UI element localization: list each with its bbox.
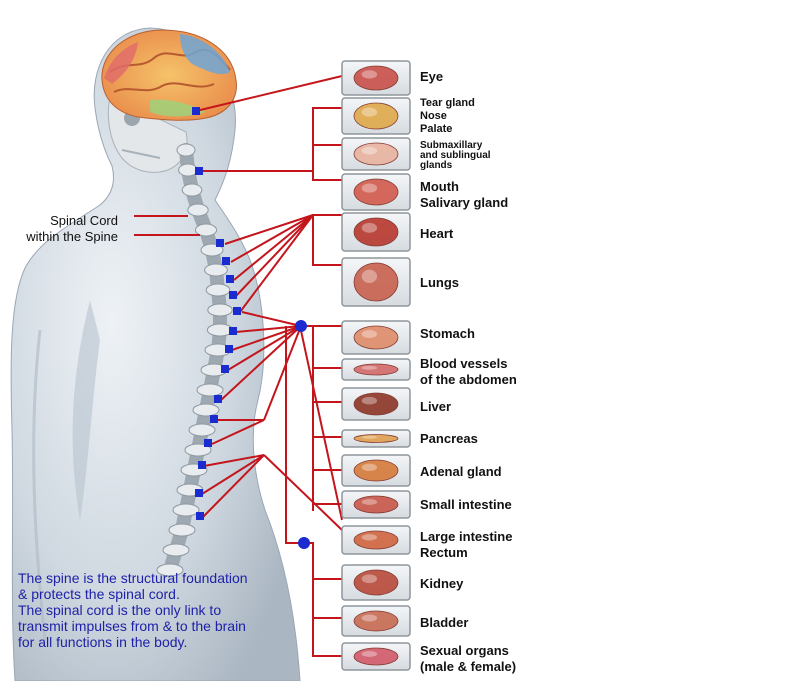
- vertebra-marker: [229, 327, 237, 335]
- vertebra: [207, 324, 232, 336]
- caption-line5: for all functions in the body.: [18, 634, 308, 650]
- vertebra: [193, 404, 219, 416]
- label-liver: Liver: [420, 399, 451, 415]
- vertebra-marker: [204, 439, 212, 447]
- vertebra: [206, 284, 230, 296]
- reproductive-organs-icon: [342, 643, 410, 670]
- vertebra: [197, 384, 223, 396]
- vertebra-marker: [229, 291, 237, 299]
- bladder-icon: [342, 606, 410, 636]
- vertebra-marker: [195, 167, 203, 175]
- label-tear-gland-line: Tear gland: [420, 97, 475, 110]
- caption-line4: transmit impulses from & to the brain: [18, 618, 308, 634]
- label-small-intestine: Small intestine: [420, 497, 512, 513]
- vertebra: [205, 264, 228, 276]
- label-large-intestine: Large intestine Rectum: [420, 529, 512, 561]
- caption-line3: The spinal cord is the only link to: [18, 602, 308, 618]
- organ-icon-boxes: [342, 61, 410, 670]
- label-sexual-organs: Sexual organs (male & female): [420, 643, 516, 675]
- vertebra-marker: [195, 489, 203, 497]
- label-stomach: Stomach: [420, 326, 475, 342]
- vertebra: [189, 424, 215, 436]
- label-kidney: Kidney: [420, 576, 463, 592]
- label-blood-vessels-line2: of the abdomen: [420, 372, 517, 388]
- kidney-gland-icon: [342, 455, 410, 486]
- label-large-intestine-line1: Large intestine: [420, 529, 512, 545]
- vertebra-marker: [233, 307, 241, 315]
- heart-icon: [342, 213, 410, 251]
- kidney-icon: [342, 565, 410, 600]
- label-blood-vessels-line1: Blood vessels: [420, 356, 517, 372]
- vertebra-marker: [225, 345, 233, 353]
- label-large-intestine-line2: Rectum: [420, 545, 512, 561]
- vertebra: [208, 304, 232, 316]
- eye-icon: [342, 61, 410, 95]
- label-palate-line: Palate: [420, 123, 475, 136]
- spinal-cord-label: Spinal Cord within the Spine: [18, 213, 118, 245]
- vertebra-marker: [216, 239, 224, 247]
- label-submaxillary-line3: glands: [420, 161, 491, 171]
- vertebra-marker: [196, 512, 204, 520]
- label-heart: Heart: [420, 226, 453, 242]
- label-adrenal-line: Adenal gland: [420, 464, 502, 480]
- label-eye: Eye: [420, 69, 443, 85]
- lumbar-junction-dot: [298, 537, 310, 549]
- label-sexual-organs-line1: Sexual organs: [420, 643, 516, 659]
- label-heart-line: Heart: [420, 226, 453, 242]
- pancreas-icon: [342, 430, 410, 447]
- label-lungs-line: Lungs: [420, 275, 459, 291]
- nerve-junction-dots: [295, 320, 310, 549]
- label-small-intestine-line: Small intestine: [420, 497, 512, 513]
- mouth-icon: [342, 174, 410, 210]
- lungs-icon: [342, 258, 410, 306]
- liver-icon: [342, 388, 410, 420]
- label-bladder-line: Bladder: [420, 615, 468, 631]
- label-salivary-line: Salivary gland: [420, 195, 508, 211]
- blood-vessel-icon: [342, 359, 410, 380]
- vertebra: [182, 184, 202, 196]
- large-intestine-icon: [342, 526, 410, 554]
- spinal-cord-label-line2: within the Spine: [18, 229, 118, 245]
- label-liver-line: Liver: [420, 399, 451, 415]
- vertebra: [188, 204, 208, 216]
- vertebra: [179, 164, 198, 176]
- vertebra-marker: [222, 257, 230, 265]
- spine-caption: The spine is the structural foundation &…: [18, 570, 308, 650]
- thoracic-junction-dot: [295, 320, 307, 332]
- nose-icon: [342, 98, 410, 134]
- label-bladder: Bladder: [420, 615, 468, 631]
- label-adrenal-gland: Adenal gland: [420, 464, 502, 480]
- caption-line1: The spine is the structural foundation: [18, 570, 308, 586]
- label-mouth-salivary-gland: Mouth Salivary gland: [420, 179, 508, 211]
- label-sexual-organs-line2: (male & female): [420, 659, 516, 675]
- vertebra-marker: [221, 365, 229, 373]
- label-pancreas: Pancreas: [420, 431, 478, 447]
- caption-line2: & protects the spinal cord.: [18, 586, 308, 602]
- vertebra: [177, 144, 195, 156]
- vertebra: [169, 524, 195, 536]
- label-mouth-line: Mouth: [420, 179, 508, 195]
- label-nose-line: Nose: [420, 110, 475, 123]
- small-intestine-icon: [342, 491, 410, 518]
- vertebra: [163, 544, 189, 556]
- label-pancreas-line: Pancreas: [420, 431, 478, 447]
- vertebra-marker: [198, 461, 206, 469]
- label-eye-line: Eye: [420, 69, 443, 85]
- label-kidney-line: Kidney: [420, 576, 463, 592]
- vertebra: [173, 504, 199, 516]
- gland-icon: [342, 138, 410, 170]
- label-lungs: Lungs: [420, 275, 459, 291]
- vertebra-marker: [192, 107, 200, 115]
- vertebra-marker: [214, 395, 222, 403]
- vertebra-marker: [226, 275, 234, 283]
- label-blood-vessels: Blood vessels of the abdomen: [420, 356, 517, 388]
- label-tear-gland-nose-palate: Tear gland Nose Palate: [420, 97, 475, 136]
- stomach-icon: [342, 321, 410, 354]
- label-submaxillary-glands: Submaxillary and sublingual glands: [420, 141, 491, 171]
- spinal-cord-label-line1: Spinal Cord: [18, 213, 118, 229]
- vertebra-marker: [210, 415, 218, 423]
- label-stomach-line: Stomach: [420, 326, 475, 342]
